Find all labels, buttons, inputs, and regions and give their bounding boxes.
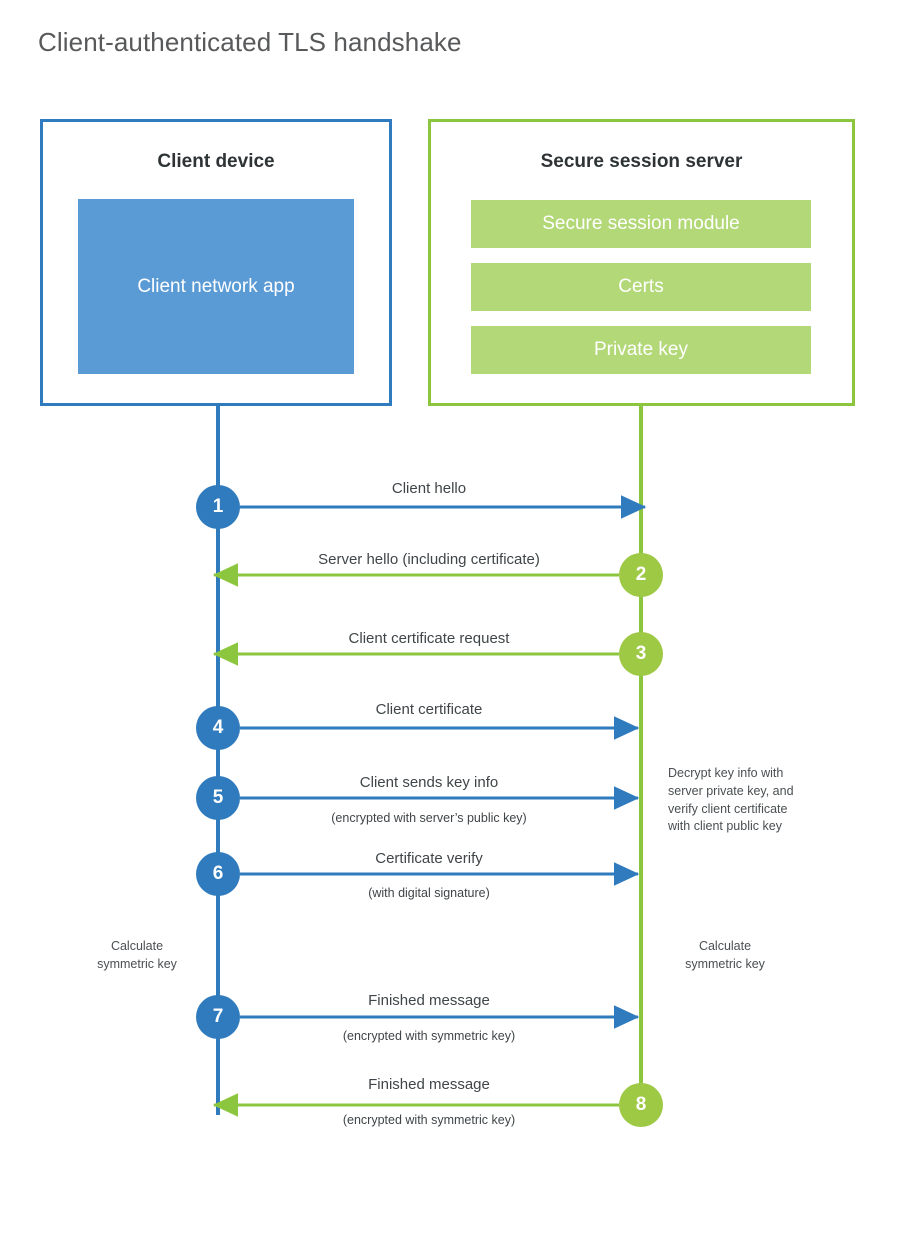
server-block-certs: Certs <box>471 263 811 311</box>
client-device-title: Client device <box>157 151 275 172</box>
page-title: Client-authenticated TLS handshake <box>38 27 462 57</box>
step-badge-1[interactable]: 1 <box>196 485 240 529</box>
server-calculate-symmetric-key-note: Calculate symmetric key <box>650 938 800 974</box>
message-sublabel-5: (encrypted with server’s public key) <box>331 811 527 825</box>
message-label-3: Client certificate request <box>348 630 510 647</box>
secure-session-server-box: Secure session server Secure session mod… <box>428 119 855 406</box>
step-badge-6[interactable]: 6 <box>196 852 240 896</box>
client-calculate-note-line-2: symmetric key <box>97 956 177 971</box>
server-decrypt-note-line-4: with client public key <box>668 819 782 834</box>
secure-session-server-title: Secure session server <box>540 151 743 172</box>
server-block-private-key: Private key <box>471 326 811 374</box>
client-network-app-block: Client network app <box>78 199 354 374</box>
message-label-5: Client sends key info <box>359 774 499 791</box>
client-calculate-note-line-1: Calculate <box>110 939 164 953</box>
client-calculate-symmetric-key-note: Calculate symmetric key <box>62 938 212 974</box>
message-sublabel-8: (encrypted with symmetric key) <box>342 1113 516 1127</box>
message-label-6: Certificate verify <box>375 850 483 867</box>
step-badge-5[interactable]: 5 <box>196 776 240 820</box>
step-badge-3[interactable]: 3 <box>619 632 663 676</box>
server-decrypt-note-line-1: Decrypt key info with <box>668 766 784 780</box>
step-badge-8[interactable]: 8 <box>619 1083 663 1127</box>
server-decrypt-note-line-3: verify client certificate <box>668 801 788 816</box>
server-decrypt-note: Decrypt key info with server private key… <box>668 765 843 836</box>
message-label-8: Finished message <box>368 1076 490 1093</box>
message-sublabel-7: (encrypted with symmetric key) <box>342 1029 516 1043</box>
message-label-2: Server hello (including certificate) <box>318 551 540 568</box>
message-label-4: Client certificate <box>375 701 483 718</box>
server-block-secure-session-module: Secure session module <box>471 200 811 248</box>
server-calculate-note-line-1: Calculate <box>698 939 752 953</box>
message-label-7: Finished message <box>368 992 490 1009</box>
message-label-1: Client hello <box>391 480 467 497</box>
server-decrypt-note-line-2: server private key, and <box>668 783 794 798</box>
step-badge-2[interactable]: 2 <box>619 553 663 597</box>
step-badge-4[interactable]: 4 <box>196 706 240 750</box>
message-sublabel-6: (with digital signature) <box>368 886 490 900</box>
step-badge-7[interactable]: 7 <box>196 995 240 1039</box>
client-device-box: Client device Client network app <box>40 119 392 406</box>
server-calculate-note-line-2: symmetric key <box>685 956 765 971</box>
